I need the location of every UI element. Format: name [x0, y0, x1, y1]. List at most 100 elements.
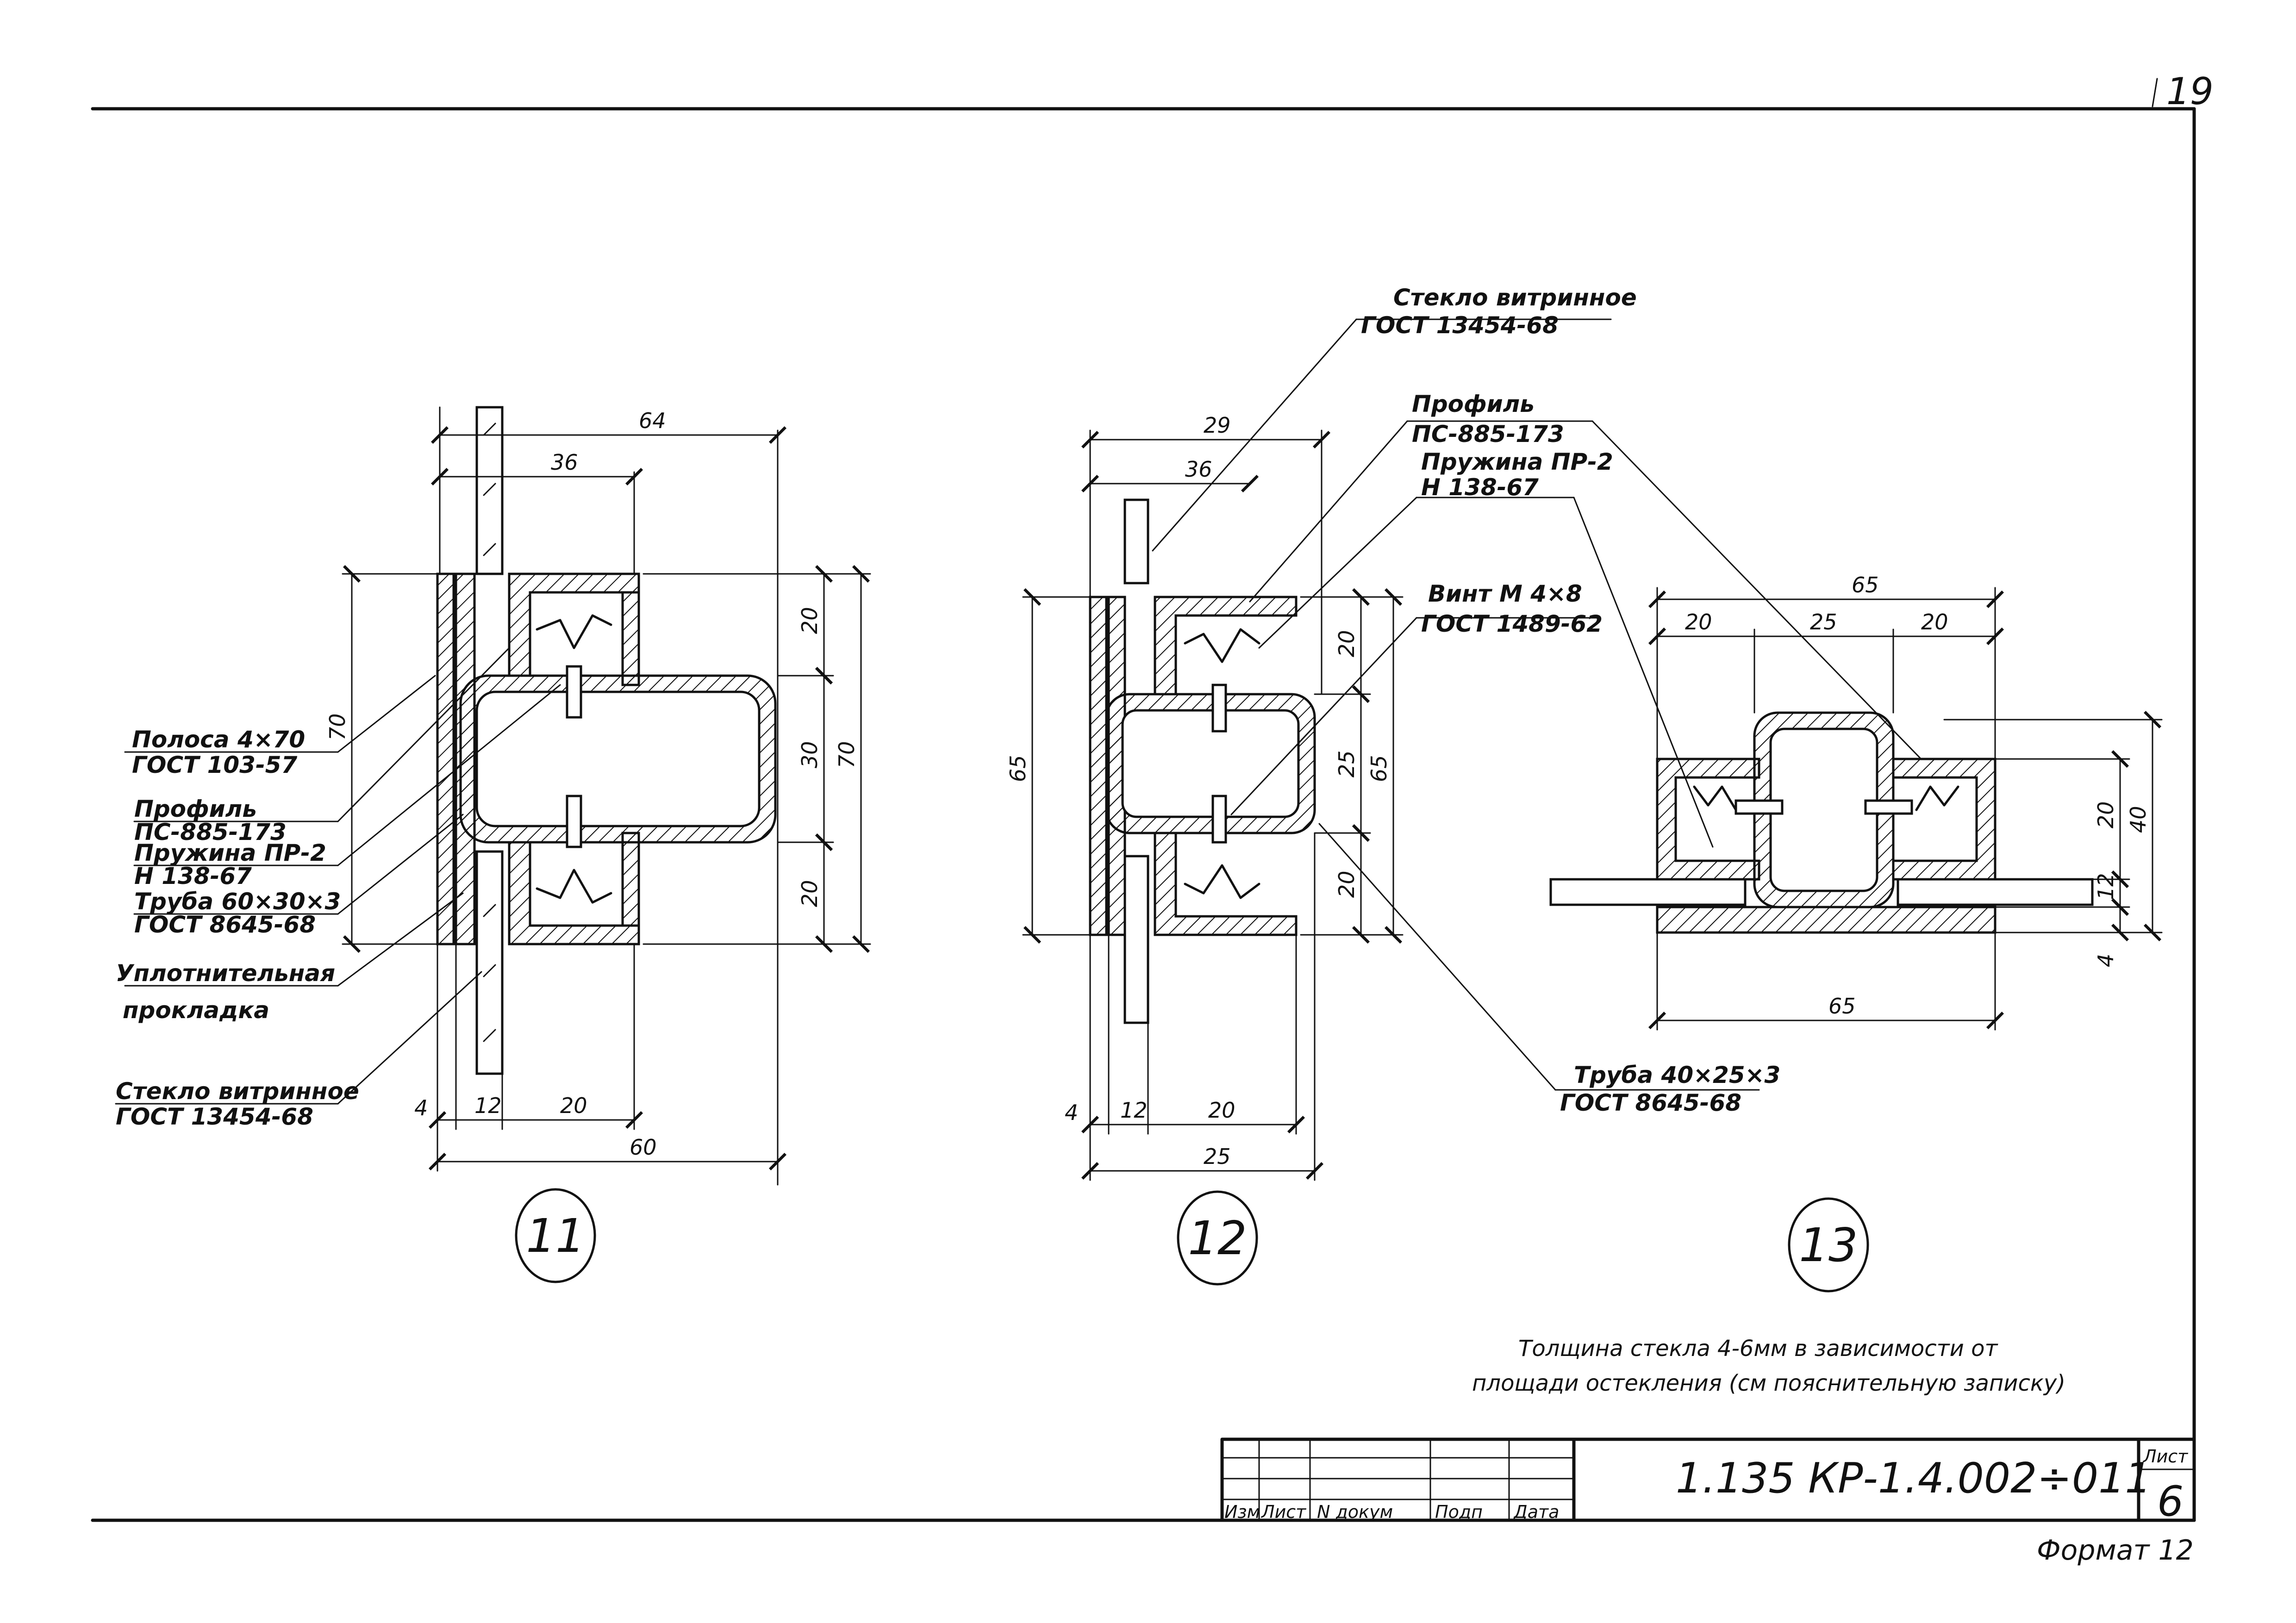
tb-col-sign: Подп: [1435, 1502, 1483, 1522]
profile-upper: [1154, 596, 1298, 696]
dim-30: 30: [797, 741, 822, 768]
dim-12: 12: [474, 1093, 502, 1118]
label-spring: Пружина ПР-2: [134, 839, 326, 866]
profile-right: [1892, 758, 1997, 881]
label-glass-std: ГОСТ 13454-68: [116, 1103, 313, 1130]
screw-lower: [1211, 795, 1227, 844]
label-strip: Полоса 4×70: [132, 726, 305, 753]
tb-col-date: Дата: [1513, 1502, 1559, 1522]
dim-20-lower: 20: [1334, 871, 1359, 898]
title-block: Изм Лист N докум Подп Дата 1.135 КР-1.4.…: [1220, 1437, 2196, 1526]
detail-11: 64 36 70 20 30 20 70 4 12 20 60 Полоса 4…: [115, 406, 871, 1283]
dim-4: 4: [2093, 954, 2118, 967]
strip-plate: [1656, 906, 1997, 934]
label-pipe-std: ГОСТ 8645-68: [134, 911, 316, 938]
label-pipe-std: ГОСТ 8645-68: [1560, 1089, 1741, 1116]
glass-pane-left: [1549, 878, 1747, 906]
dim-36: 36: [551, 450, 578, 475]
dim-20-left: 20: [1685, 609, 1712, 634]
strip-plate: [436, 572, 455, 945]
dim-12: 12: [1120, 1098, 1148, 1123]
glass-pane-bottom: [475, 850, 504, 1075]
glass-thickness-note-2: площади остекления (см пояснительную зап…: [1472, 1370, 2065, 1396]
dim-20: 20: [1208, 1098, 1235, 1123]
profile-left: [1656, 758, 1760, 881]
detail-13: 65 20 25 20 20 40 12 4 65 13: [1549, 572, 2163, 1293]
dim-25: 25: [1204, 1144, 1231, 1169]
callout-13: [1788, 1197, 1869, 1293]
label-profile: Профиль: [134, 796, 257, 822]
dim-4: 4: [414, 1095, 428, 1120]
dim-20-lower: 20: [797, 880, 822, 907]
dim-65-top: 65: [1852, 572, 1879, 597]
label-screw-std: ГОСТ 1489-62: [1421, 610, 1603, 637]
label-screw: Винт М 4×8: [1428, 580, 1582, 607]
label-gasket-2: прокладка: [123, 997, 269, 1024]
label-profile-code: ПС-885-173: [1412, 421, 1564, 448]
tb-col-izm: Изм: [1224, 1502, 1260, 1522]
screw-upper: [566, 665, 582, 719]
dim-64: 64: [639, 408, 666, 433]
label-spring-std: Н 138-67: [1421, 474, 1539, 501]
label-strip-std: ГОСТ 103-57: [132, 752, 297, 778]
dim-70-right: 70: [834, 741, 859, 768]
label-profile-code: ПС-885-173: [134, 819, 287, 846]
label-profile: Профиль: [1412, 391, 1535, 417]
dim-12: 12: [2093, 873, 2118, 900]
dim-65-right: 65: [1366, 755, 1391, 782]
screw-lower: [566, 795, 582, 848]
spring-lower: [1184, 864, 1260, 899]
dim-4: 4: [1065, 1100, 1078, 1125]
screw-right: [1864, 799, 1913, 815]
callout-12: [1177, 1190, 1258, 1286]
label-pipe: Труба 60×30×3: [134, 888, 341, 915]
callout-11-number: 11: [526, 1209, 585, 1263]
dim-65-left: 65: [1005, 755, 1030, 782]
spring-left: [1693, 785, 1737, 811]
glass-pane-bottom: [1123, 855, 1149, 1024]
dim-20: 20: [560, 1093, 587, 1118]
glass-pane-top: [1123, 498, 1149, 585]
profile-lower: [1154, 832, 1298, 936]
dim-25: 25: [1334, 750, 1359, 777]
label-spring: Пружина ПР-2: [1421, 448, 1613, 475]
dim-20-right: 20: [1921, 609, 1948, 634]
corner-number: 19: [2166, 70, 2214, 113]
spring-upper: [1184, 628, 1260, 663]
spring-upper: [536, 614, 612, 649]
dim-40: 40: [2126, 806, 2151, 833]
dim-20-vertical: 20: [2093, 801, 2118, 828]
dim-20-upper: 20: [1334, 630, 1359, 657]
callout-13-number: 13: [1799, 1218, 1858, 1272]
dim-29: 29: [1204, 413, 1231, 438]
label-glass: Стекло витринное: [1393, 284, 1637, 311]
label-gasket-1: Уплотнительная: [116, 960, 335, 987]
glass-thickness-note-1: Толщина стекла 4-6мм в зависимости от: [1518, 1336, 1998, 1362]
dim-36: 36: [1185, 457, 1212, 482]
detail-12: 29 36 65 20 25 20 65 4 12 20 25 Стекло в…: [1005, 284, 1922, 1286]
dim-25: 25: [1810, 609, 1837, 634]
dim-60: 60: [630, 1135, 657, 1160]
label-spring-std: Н 138-67: [134, 863, 252, 889]
screw-left: [1734, 799, 1784, 815]
profile-upper: [508, 572, 640, 677]
spring-lower: [536, 869, 612, 904]
dim-20-upper: 20: [797, 607, 822, 634]
tb-col-list: Лист: [1260, 1502, 1307, 1522]
profile-lower: [508, 841, 640, 945]
spring-right: [1915, 785, 1959, 811]
format-label: Формат 12: [2037, 1534, 2194, 1567]
tb-sheet-label: Лист: [2142, 1446, 2189, 1467]
dim-65-bottom: 65: [1828, 994, 1856, 1019]
strip-plate: [1089, 596, 1108, 936]
dim-70-left: 70: [325, 713, 350, 740]
callout-11: [515, 1188, 596, 1283]
callout-12-number: 12: [1188, 1211, 1247, 1265]
tb-sheet-number: 6: [2157, 1477, 2184, 1526]
label-glass-std: ГОСТ 13454-68: [1361, 312, 1559, 339]
screw-upper: [1211, 684, 1227, 733]
drawing-designation: 1.135 КР-1.4.002÷011: [1676, 1454, 2152, 1503]
tb-col-doc: N докум: [1317, 1502, 1393, 1522]
label-glass: Стекло витринное: [116, 1078, 359, 1105]
